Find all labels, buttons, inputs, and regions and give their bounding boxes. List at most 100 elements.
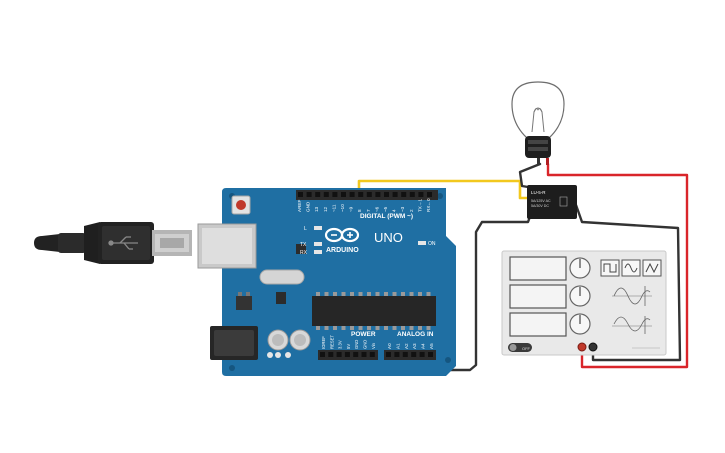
positive-terminal[interactable] bbox=[577, 342, 587, 352]
sine-wave-button[interactable] bbox=[621, 259, 641, 277]
knob-2[interactable] bbox=[569, 285, 591, 307]
header-hole[interactable] bbox=[328, 352, 334, 357]
led-label-tx: TX bbox=[300, 242, 307, 248]
digital-pin-label: RX←0 bbox=[426, 198, 431, 212]
status-leds bbox=[314, 226, 426, 254]
digital-pin-label: ~5 bbox=[383, 206, 388, 212]
power-pin-label: 3.3V bbox=[338, 340, 343, 349]
digital-pin-label: ~6 bbox=[374, 206, 379, 212]
digital-pin-label: 4 bbox=[392, 209, 397, 212]
offset-diagram-icon bbox=[612, 316, 652, 334]
header-hole[interactable] bbox=[306, 192, 312, 197]
header-hole[interactable] bbox=[315, 192, 321, 197]
sine-wave-icon bbox=[624, 263, 638, 273]
header-hole[interactable] bbox=[401, 192, 407, 197]
triangle-wave-icon bbox=[645, 262, 659, 274]
header-hole[interactable] bbox=[361, 352, 367, 357]
square-wave-button[interactable] bbox=[600, 259, 620, 277]
regulator-chip bbox=[236, 296, 252, 310]
header-hole[interactable] bbox=[366, 192, 372, 197]
function-generator[interactable]: OFF bbox=[501, 250, 667, 356]
analog-label: ANALOG IN bbox=[397, 331, 434, 338]
led-label-l: L bbox=[304, 226, 307, 232]
digital-header-holes bbox=[298, 192, 432, 197]
square-wave-icon bbox=[603, 263, 617, 273]
header-hole[interactable] bbox=[386, 352, 391, 357]
digital-pin-label: AREF bbox=[297, 200, 302, 212]
on-label: ON bbox=[428, 241, 436, 247]
header-hole[interactable] bbox=[419, 352, 425, 357]
analog-pin-label: A0 bbox=[387, 343, 392, 349]
analog-pin-label: A3 bbox=[412, 343, 417, 349]
digital-pin-label: GND bbox=[306, 201, 311, 212]
generator-power-toggle[interactable]: OFF bbox=[508, 343, 532, 352]
relay[interactable]: LU-5-R 5A/125V AC 5A/30V DC bbox=[527, 185, 577, 219]
usb-cable[interactable] bbox=[34, 222, 192, 264]
bottom-header-holes bbox=[320, 352, 433, 357]
power-wire[interactable] bbox=[546, 162, 689, 369]
amplitude-diagram-icon bbox=[612, 286, 652, 306]
header-hole[interactable] bbox=[418, 192, 424, 197]
digital-pin-label: ~3 bbox=[400, 206, 405, 212]
digital-pin-label: TX→1 bbox=[417, 199, 422, 212]
digital-pin-label: 2 bbox=[409, 209, 414, 212]
generator-display-3 bbox=[509, 312, 567, 337]
header-hole[interactable] bbox=[336, 352, 342, 357]
led-label-rx: RX bbox=[300, 250, 308, 256]
negative-terminal[interactable] bbox=[588, 342, 598, 352]
microcontroller-chip bbox=[312, 296, 436, 326]
relay-spec-1: 5A/125V AC bbox=[531, 199, 551, 203]
header-hole[interactable] bbox=[349, 192, 355, 197]
brand-label: ARDUINO bbox=[326, 247, 359, 254]
crystal bbox=[259, 269, 305, 285]
power-pin-label: Vin bbox=[371, 342, 376, 349]
power-pin-label: RESET bbox=[329, 335, 334, 349]
digital-pin-label: ~10 bbox=[340, 204, 345, 212]
light-bulb[interactable] bbox=[511, 81, 565, 165]
digital-pin-label: 13 bbox=[314, 206, 319, 212]
header-hole[interactable] bbox=[341, 192, 346, 197]
digital-pin-label: 7 bbox=[366, 209, 371, 212]
header-hole[interactable] bbox=[409, 192, 415, 197]
header-hole[interactable] bbox=[344, 352, 350, 357]
analog-pin-label: A1 bbox=[395, 343, 400, 349]
header-hole[interactable] bbox=[353, 352, 359, 357]
header-hole[interactable] bbox=[298, 192, 303, 197]
chip-pins bbox=[316, 292, 431, 330]
power-pin-label: IOREF bbox=[321, 336, 326, 349]
relay-lamp-wire[interactable] bbox=[518, 162, 542, 189]
header-hole[interactable] bbox=[427, 192, 432, 197]
triangle-wave-button[interactable] bbox=[642, 259, 662, 277]
header-hole[interactable] bbox=[320, 352, 325, 357]
header-hole[interactable] bbox=[358, 192, 364, 197]
header-hole[interactable] bbox=[369, 352, 375, 357]
header-hole[interactable] bbox=[332, 192, 338, 197]
usb-logo-icon bbox=[108, 236, 138, 250]
header-hole[interactable] bbox=[375, 192, 381, 197]
header-hole[interactable] bbox=[411, 352, 417, 357]
signal-wire[interactable] bbox=[357, 179, 530, 200]
header-hole[interactable] bbox=[384, 192, 389, 197]
relay-generator-wire[interactable] bbox=[574, 203, 682, 362]
capacitors bbox=[267, 329, 311, 358]
analog-pin-label: A2 bbox=[404, 343, 409, 349]
power-pin-label: GND bbox=[363, 340, 368, 349]
digital-label: DIGITAL (PWM ~) bbox=[360, 213, 413, 220]
generator-display-2 bbox=[509, 284, 567, 309]
header-hole[interactable] bbox=[394, 352, 400, 357]
header-hole[interactable] bbox=[323, 192, 329, 197]
header-hole[interactable] bbox=[392, 192, 398, 197]
analog-pin-label: A4 bbox=[421, 343, 426, 349]
header-hole[interactable] bbox=[402, 352, 408, 357]
header-hole[interactable] bbox=[428, 352, 433, 357]
knob-1[interactable] bbox=[569, 257, 591, 279]
power-label: POWER bbox=[351, 331, 376, 338]
relay-part-label: LU-5-R bbox=[531, 190, 546, 195]
knob-3[interactable] bbox=[569, 313, 591, 335]
analog-header[interactable] bbox=[384, 350, 436, 360]
arduino-logo-icon bbox=[324, 227, 360, 243]
